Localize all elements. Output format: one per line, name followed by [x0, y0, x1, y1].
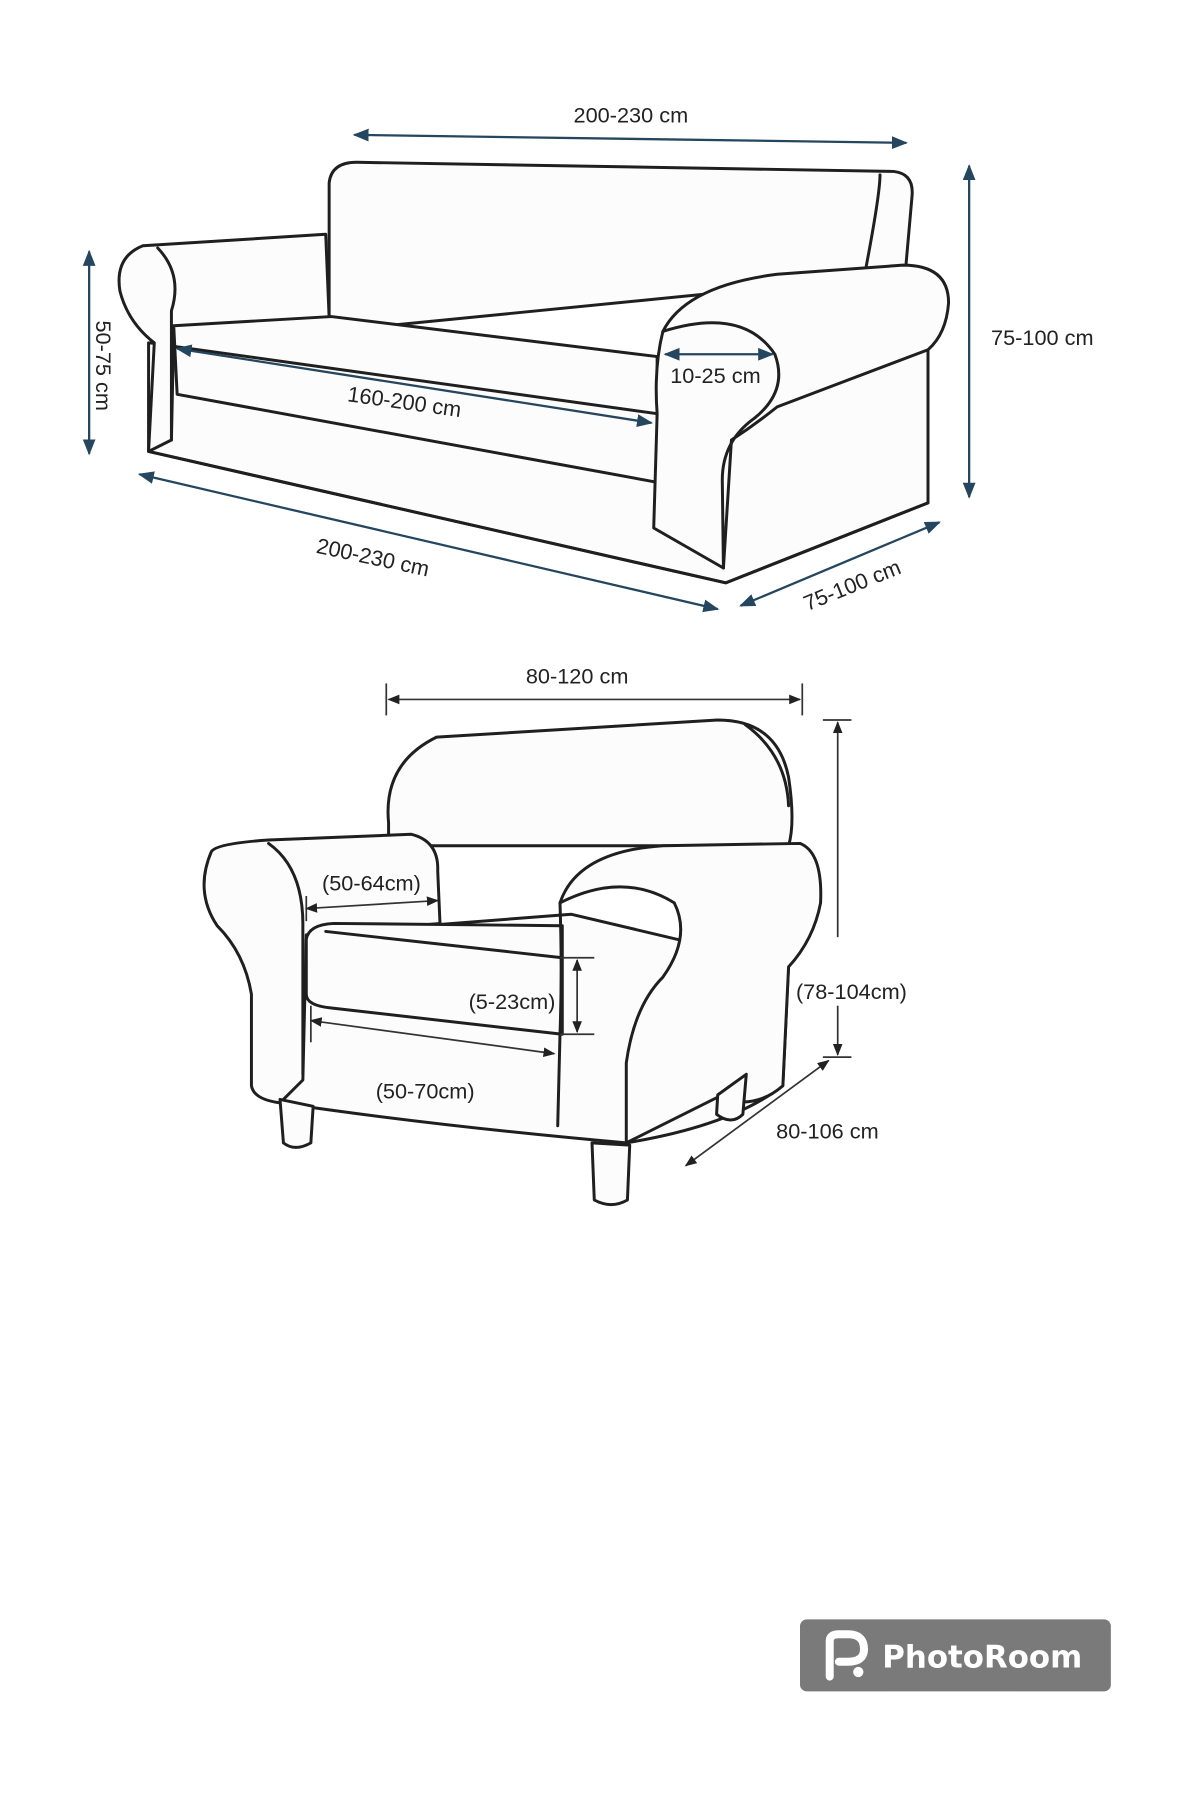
armchair-arm-width-label: (50-64cm): [322, 870, 421, 895]
sofa-depth-label: 75-100 cm: [800, 554, 904, 616]
armchair-arm-width-arrow: [305, 896, 439, 913]
armchair-left-arm-inner: [267, 841, 305, 1076]
sofa-back-side: [863, 173, 882, 274]
sofa-front-width-label: 200-230 cm: [314, 533, 431, 581]
armchair-cushion-edge: [324, 929, 564, 960]
sofa-drawing: [117, 160, 951, 585]
photoroom-logo-icon: [825, 1630, 868, 1681]
sofa-back-width-arrow: [352, 128, 908, 150]
sofa-right-arm-roll: [661, 321, 781, 570]
sofa-front-width-arrow: [137, 471, 720, 613]
armchair-right-arm-roll: [556, 901, 563, 1128]
armchair-leg-left: [278, 1097, 315, 1149]
sofa-height-label: 75-100 cm: [991, 325, 1094, 350]
armchair-width-label: 80-120 cm: [526, 663, 629, 688]
armchair-depth-arrow: [684, 1059, 830, 1167]
armchair-leg-front: [590, 1141, 632, 1207]
armchair-height-label: (78-104cm): [796, 979, 907, 1004]
armchair-dimensions: 80-120 cm (78-104cm) 80-106 cm (50-64cm)…: [305, 663, 907, 1167]
photoroom-label: PhotoRoom: [882, 1639, 1082, 1675]
armchair-seat-width-label: (50-70cm): [376, 1078, 475, 1103]
armchair-seat-width-arrow: [309, 1017, 556, 1058]
sofa-arm-height-label: 50-75 cm: [91, 320, 116, 410]
armchair-drawing: [202, 718, 823, 1207]
armchair-back: [386, 718, 794, 848]
armchair-back-side: [743, 723, 791, 808]
sofa-back-width-label: 200-230 cm: [574, 102, 689, 127]
sofa-arm-width-label: 10-25 cm: [670, 363, 760, 388]
armchair-depth-label: 80-106 cm: [776, 1118, 879, 1143]
sofa-seat-width-arrow: [175, 344, 654, 427]
armchair-cushion-height-label: (5-23cm): [469, 989, 556, 1014]
sofa-depth-arrow: [739, 521, 941, 607]
sofa-left-arm-inner: [156, 246, 177, 442]
sofa-back: [327, 160, 914, 333]
photoroom-badge: PhotoRoom: [800, 1619, 1111, 1692]
sofa-right-arm: [652, 263, 951, 570]
